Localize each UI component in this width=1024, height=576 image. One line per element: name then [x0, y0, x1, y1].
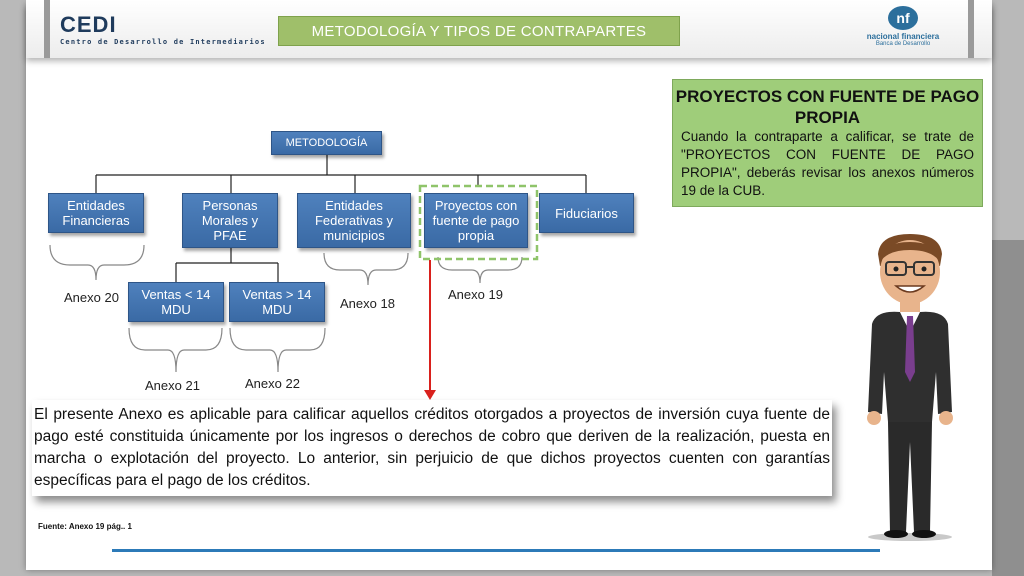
businessman-illustration [867, 234, 953, 541]
cedi-logo-text: CEDI [60, 12, 117, 37]
node-ventas-menor-14: Ventas < 14 MDU [128, 282, 224, 322]
annex-21-label: Anexo 21 [145, 378, 200, 393]
node-ventas-mayor-14: Ventas > 14 MDU [229, 282, 325, 322]
annex-18-label: Anexo 18 [340, 296, 395, 311]
node-entidades-federativas: Entidades Federativas y municipios [297, 193, 411, 248]
annex-19-label: Anexo 19 [448, 287, 503, 302]
header-left-accent [44, 0, 50, 58]
info-box-text: Cuando la contraparte a calificar, se tr… [681, 129, 974, 198]
info-box-title: PROYECTOS CON FUENTE DE PAGO PROPIA [675, 87, 980, 127]
annex-20-label: Anexo 20 [64, 290, 119, 305]
node-entidades-financieras: Entidades Financieras [48, 193, 144, 233]
annex-22-label: Anexo 22 [245, 376, 300, 391]
nafin-logo-name: nacional financiera [866, 32, 940, 41]
annex-excerpt: El presente Anexo es aplicable para cali… [32, 400, 832, 496]
node-metodologia: METODOLOGÍA [271, 131, 382, 155]
footer-divider [112, 549, 880, 552]
node-proyectos-fuente-pago: Proyectos con fuente de pago propia [424, 193, 528, 248]
slide-title: METODOLOGÍA Y TIPOS DE CONTRAPARTES [278, 16, 680, 46]
node-personas-morales: Personas Morales y PFAE [182, 193, 278, 248]
annex-excerpt-text: El presente Anexo es aplicable para cali… [34, 406, 830, 489]
cedi-logo-subtitle: Centro de Desarrollo de Intermediarios [60, 38, 266, 46]
nafin-logo-subtitle: Banca de Desarrollo [875, 41, 931, 47]
header-right-accent [968, 0, 974, 58]
right-edge-bar [992, 240, 1024, 576]
nafin-logo-icon: nf [888, 6, 918, 30]
source-note: Fuente: Anexo 19 pág.. 1 [38, 522, 132, 531]
node-fiduciarios: Fiduciarios [539, 193, 634, 233]
nafin-logo: nf nacional financiera Banca de Desarrol… [858, 6, 948, 47]
info-box: PROYECTOS CON FUENTE DE PAGO PROPIA Cuan… [672, 79, 983, 207]
cedi-logo: CEDI Centro de Desarrollo de Intermediar… [60, 12, 266, 47]
